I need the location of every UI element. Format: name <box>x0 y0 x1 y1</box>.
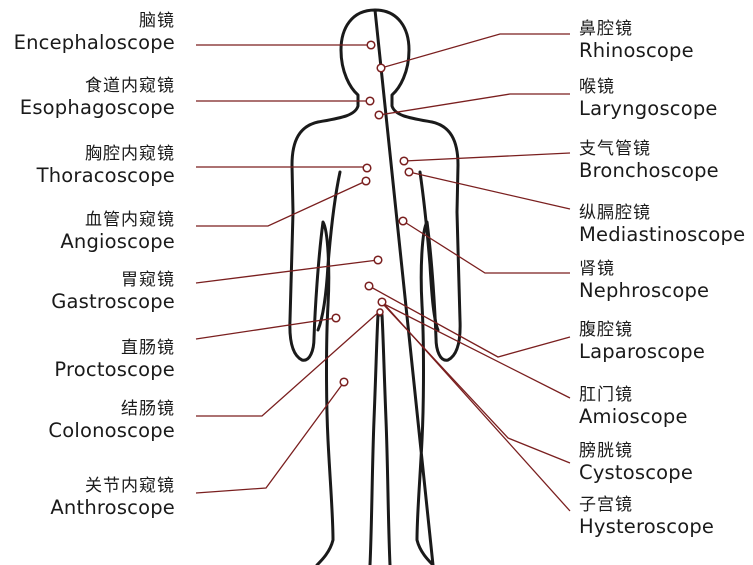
marker-laryngoscope <box>375 111 383 119</box>
leader-angioscope <box>196 181 366 226</box>
label-zh: 喉镜 <box>579 79 718 96</box>
label-hysteroscope: 子宫镜 Hysteroscope <box>579 497 714 537</box>
label-zh: 肛门镜 <box>579 387 688 404</box>
label-laryngoscope: 喉镜 Laryngoscope <box>579 79 718 119</box>
leader-anthroscope <box>196 382 344 493</box>
label-anthroscope: 关节内窥镜 Anthroscope <box>50 478 175 518</box>
label-zh: 脑镜 <box>14 13 175 30</box>
label-esophagoscope: 食道内窥镜 Esophagoscope <box>20 78 175 118</box>
label-zh: 胃窥镜 <box>51 272 175 289</box>
label-en: Mediastinoscope <box>579 225 745 245</box>
label-en: Hysteroscope <box>579 517 714 537</box>
marker-thoracoscope <box>363 164 371 172</box>
label-zh: 食道内窥镜 <box>20 78 175 95</box>
label-en: Angioscope <box>60 232 175 252</box>
label-en: Colonoscope <box>48 421 175 441</box>
label-bronchoscope: 支气管镜 Bronchoscope <box>579 141 719 181</box>
marker-colonoscope <box>377 309 383 315</box>
inner-legs <box>370 315 390 565</box>
leader-mediastinoscope <box>409 172 570 209</box>
label-en: Bronchoscope <box>579 161 719 181</box>
marker-gastroscope <box>374 256 382 264</box>
leader-lines <box>196 34 570 511</box>
label-cystoscope: 膀胱镜 Cystoscope <box>579 443 693 483</box>
marker-nephroscope <box>399 217 407 225</box>
label-thoracoscope: 胸腔内窥镜 Thoracoscope <box>37 146 175 186</box>
label-en: Laryngoscope <box>579 99 718 119</box>
label-laparoscope: 腹腔镜 Laparoscope <box>579 322 705 362</box>
label-zh: 腹腔镜 <box>579 322 705 339</box>
label-zh: 结肠镜 <box>48 401 175 418</box>
label-zh: 关节内窥镜 <box>50 478 175 495</box>
label-zh: 纵膈腔镜 <box>579 205 745 222</box>
label-proctoscope: 直肠镜 Proctoscope <box>54 340 175 380</box>
label-gastroscope: 胃窥镜 Gastroscope <box>51 272 175 312</box>
label-nephroscope: 肾镜 Nephroscope <box>579 261 709 301</box>
body-outline <box>290 10 460 565</box>
markers <box>332 41 413 386</box>
marker-laparoscope <box>365 282 373 290</box>
marker-rhinoscope <box>377 64 385 72</box>
label-angioscope: 血管内窥镜 Angioscope <box>60 212 175 252</box>
label-en: Nephroscope <box>579 281 709 301</box>
leader-laryngoscope <box>379 94 570 115</box>
label-en: Proctoscope <box>54 360 175 380</box>
label-mediastinoscope: 纵膈腔镜 Mediastinoscope <box>579 205 745 245</box>
label-rhinoscope: 鼻腔镜 Rhinoscope <box>579 21 694 61</box>
label-zh: 直肠镜 <box>54 340 175 357</box>
label-colonoscope: 结肠镜 Colonoscope <box>48 401 175 441</box>
label-en: Encephaloscope <box>14 33 175 53</box>
leader-gastroscope <box>196 260 378 283</box>
marker-esophagoscope <box>366 97 374 105</box>
label-zh: 肾镜 <box>579 261 709 278</box>
marker-amioscope <box>378 298 386 306</box>
marker-mediastinoscope <box>405 168 413 176</box>
label-en: Anthroscope <box>50 498 175 518</box>
label-en: Amioscope <box>579 407 688 427</box>
label-amioscope: 肛门镜 Amioscope <box>579 387 688 427</box>
marker-anthroscope <box>340 378 348 386</box>
label-en: Gastroscope <box>51 292 175 312</box>
label-encephaloscope: 脑镜 Encephaloscope <box>14 13 175 53</box>
label-en: Rhinoscope <box>579 41 694 61</box>
label-en: Laparoscope <box>579 342 705 362</box>
label-en: Thoracoscope <box>37 166 175 186</box>
label-en: Cystoscope <box>579 463 693 483</box>
marker-proctoscope <box>332 314 340 322</box>
marker-encephaloscope <box>367 41 375 49</box>
label-zh: 鼻腔镜 <box>579 21 694 38</box>
leader-hysteroscope <box>385 305 570 511</box>
label-zh: 膀胱镜 <box>579 443 693 460</box>
label-zh: 子宫镜 <box>579 497 714 514</box>
marker-angioscope <box>362 177 370 185</box>
label-zh: 支气管镜 <box>579 141 719 158</box>
leader-colonoscope <box>196 311 380 416</box>
label-zh: 血管内窥镜 <box>60 212 175 229</box>
marker-bronchoscope <box>400 157 408 165</box>
leader-bronchoscope <box>404 153 570 161</box>
label-zh: 胸腔内窥镜 <box>37 146 175 163</box>
label-en: Esophagoscope <box>20 98 175 118</box>
